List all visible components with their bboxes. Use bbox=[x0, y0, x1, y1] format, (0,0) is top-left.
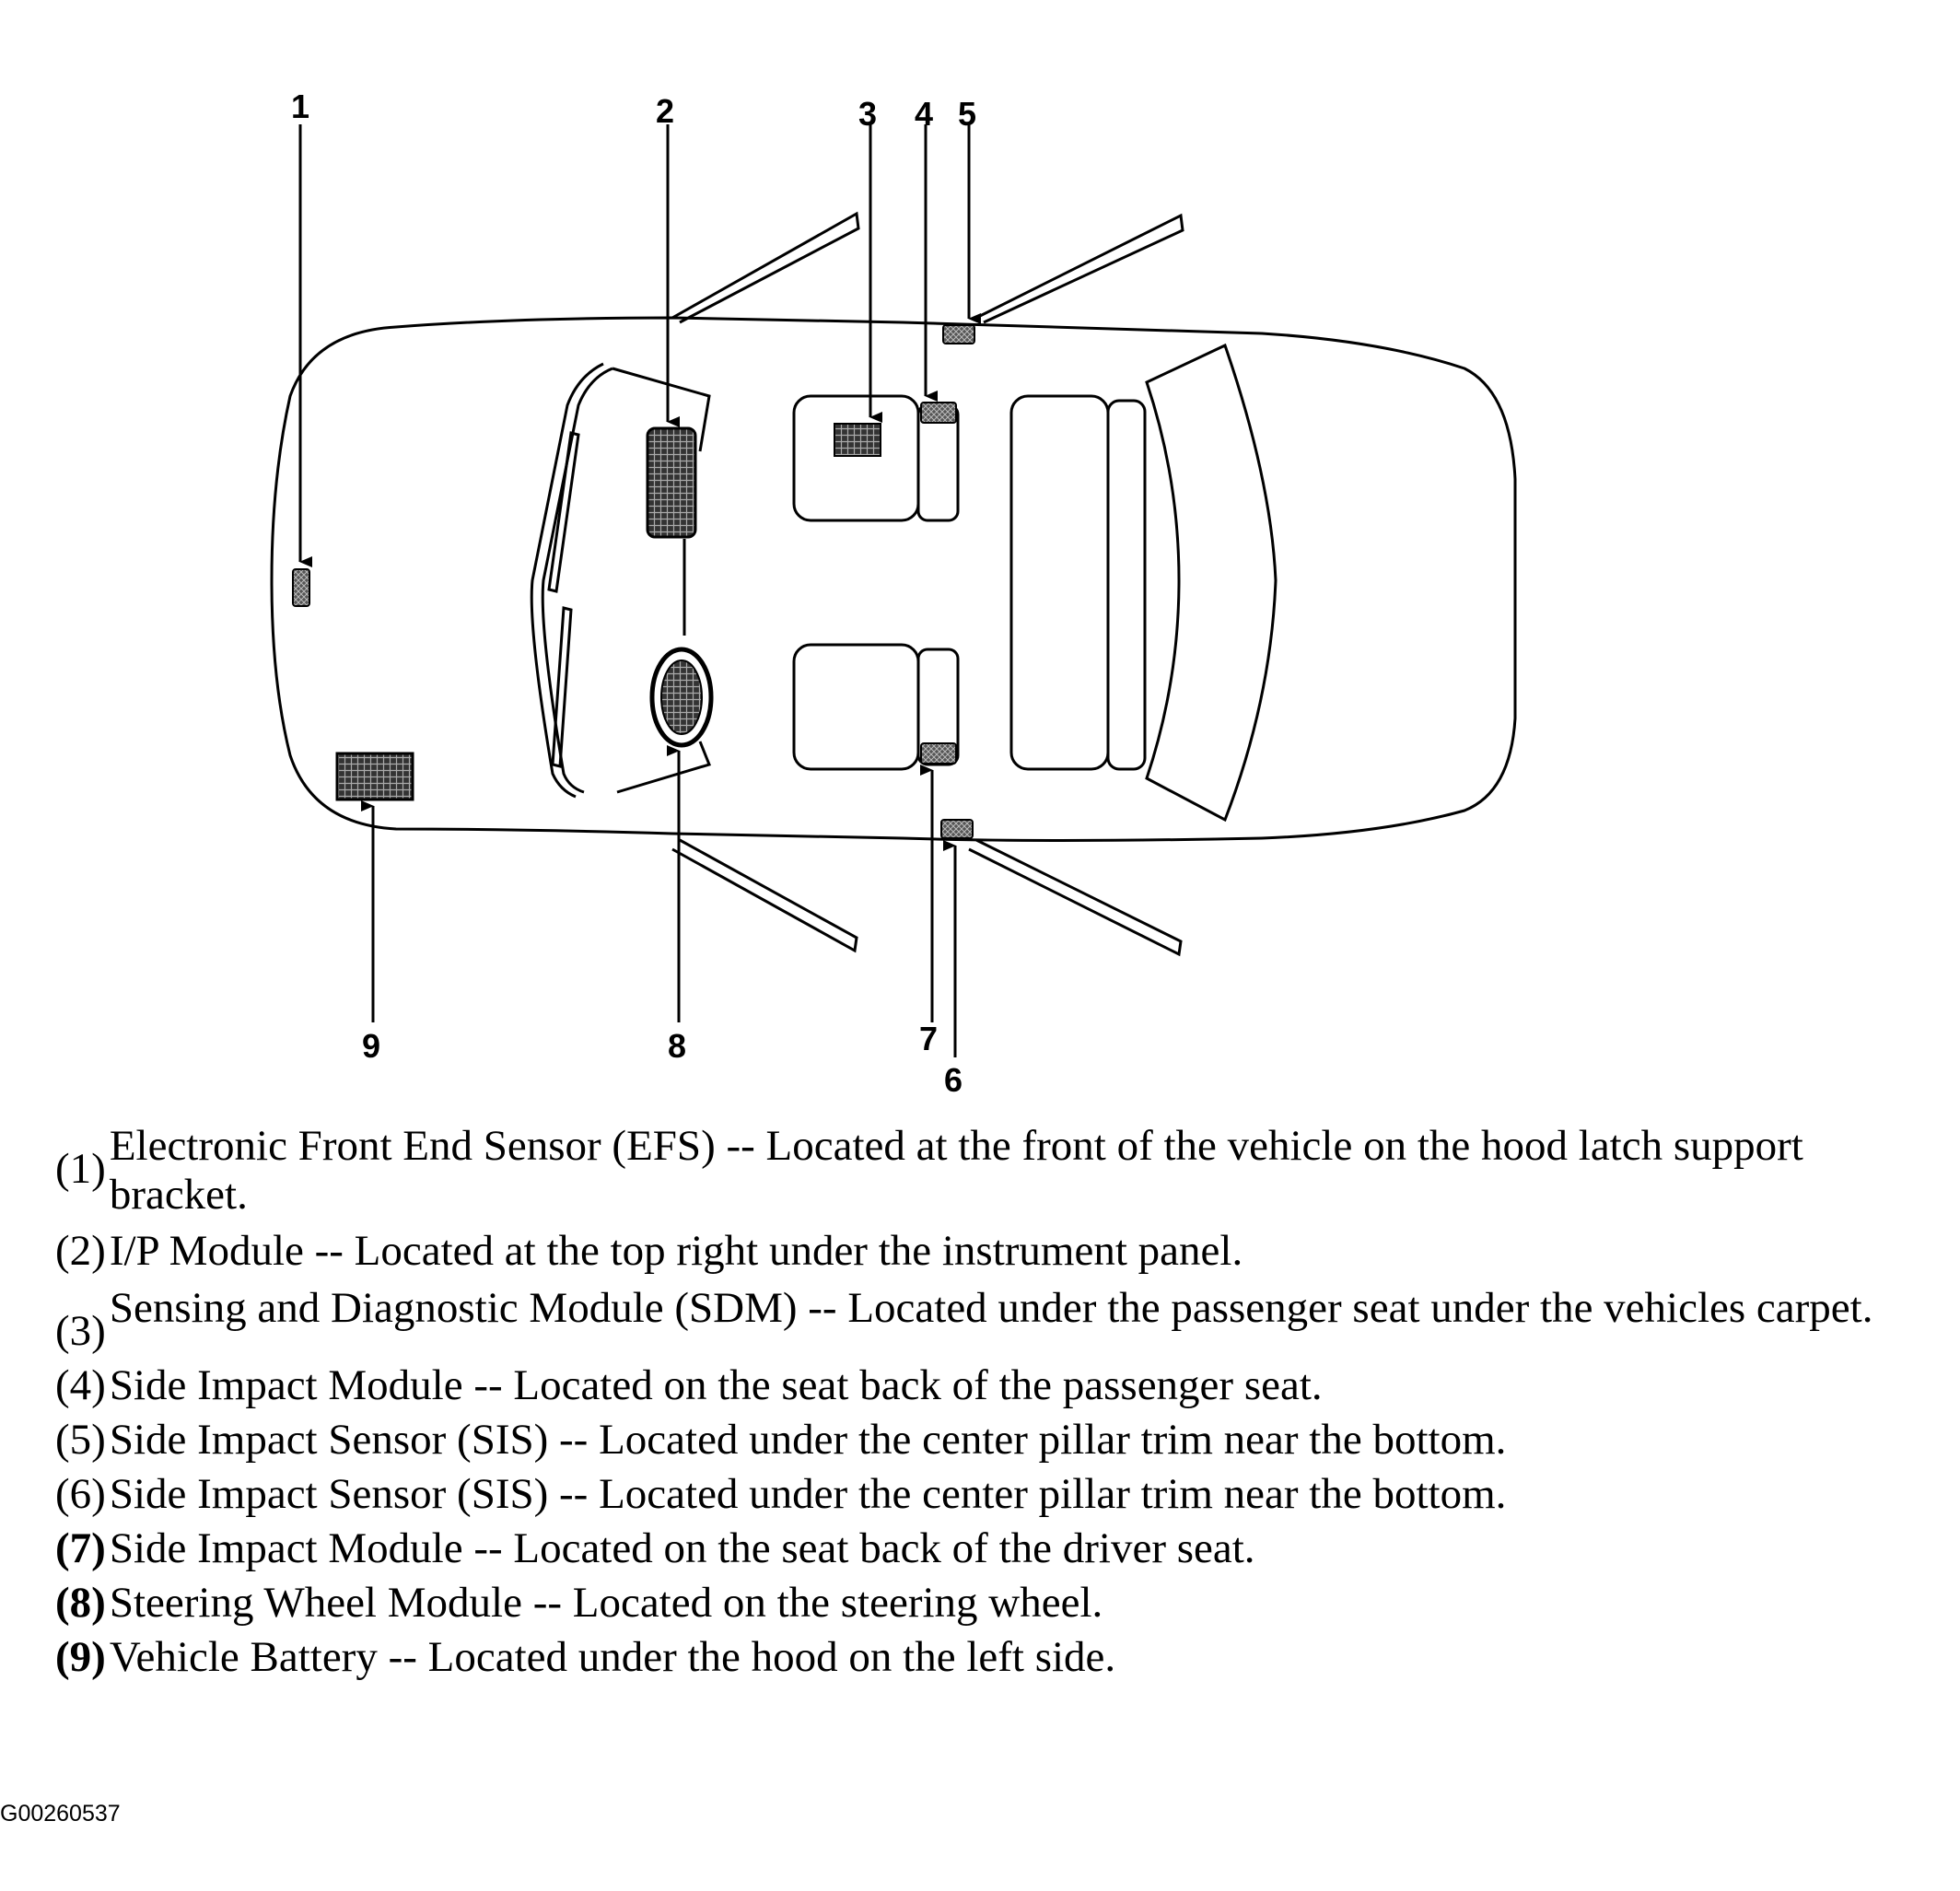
airbag-component-location-diagram: 1 2 3 4 5 6 7 8 9 bbox=[270, 88, 1517, 1099]
front-door-top bbox=[671, 211, 860, 324]
legend-item-9: (9) Vehicle Battery -- Located under the… bbox=[55, 1636, 1934, 1679]
legend-text: Side Impact Module -- Located on the sea… bbox=[109, 1361, 1323, 1410]
rear-door-bottom bbox=[968, 838, 1183, 957]
legend-text: I/P Module -- Located at the top right u… bbox=[109, 1227, 1243, 1276]
vehicle-outline bbox=[270, 316, 1517, 842]
vehicle-battery bbox=[335, 752, 414, 801]
legend-item-3: (3) Sensing and Diagnostic Module (SDM) … bbox=[55, 1284, 1934, 1353]
legend-num: (2) bbox=[55, 1227, 106, 1276]
ip-module bbox=[646, 426, 697, 539]
side-impact-module-driver bbox=[920, 742, 957, 765]
callout-3: 3 bbox=[858, 95, 877, 133]
legend-item-8: (8) Steering Wheel Module -- Located on … bbox=[55, 1582, 1934, 1625]
callout-8: 8 bbox=[668, 1027, 686, 1065]
legend-num: (7) bbox=[55, 1524, 106, 1573]
legend-item-4: (4) Side Impact Module -- Located on the… bbox=[55, 1364, 1934, 1407]
rear-window bbox=[1145, 343, 1278, 823]
legend-item-1: (1) Electronic Front End Sensor (EFS) --… bbox=[55, 1122, 1934, 1219]
callout-5: 5 bbox=[958, 95, 976, 133]
callout-2: 2 bbox=[656, 92, 674, 130]
legend-num: (3) bbox=[55, 1307, 106, 1356]
leader-arrows bbox=[298, 124, 981, 1057]
front-door-bottom bbox=[671, 838, 858, 953]
legend-num: (6) bbox=[55, 1470, 106, 1519]
figure-code: G00260537 bbox=[0, 1801, 121, 1827]
legend-text: Steering Wheel Module -- Located on the … bbox=[109, 1579, 1103, 1628]
component-legend: (1) Electronic Front End Sensor (EFS) --… bbox=[55, 1122, 1934, 1690]
legend-num: (1) bbox=[55, 1145, 106, 1193]
rear-door-top bbox=[975, 213, 1184, 324]
efs-sensor bbox=[292, 568, 310, 607]
steering-wheel-module bbox=[649, 647, 714, 748]
windshield bbox=[530, 362, 712, 799]
side-impact-module-passenger bbox=[920, 402, 957, 424]
side-impact-sensor-top bbox=[942, 324, 975, 344]
legend-item-5: (5) Side Impact Sensor (SIS) -- Located … bbox=[55, 1418, 1934, 1462]
legend-item-7: (7) Side Impact Module -- Located on the… bbox=[55, 1527, 1934, 1570]
side-impact-sensor-bottom bbox=[940, 819, 974, 839]
sdm-module bbox=[834, 423, 881, 457]
rear-seat bbox=[1009, 394, 1147, 771]
legend-num: (4) bbox=[55, 1361, 106, 1410]
callout-1: 1 bbox=[291, 88, 309, 125]
legend-text: Side Impact Sensor (SIS) -- Located unde… bbox=[109, 1470, 1507, 1519]
legend-text: Vehicle Battery -- Located under the hoo… bbox=[109, 1633, 1116, 1682]
callout-4: 4 bbox=[915, 95, 933, 133]
legend-item-6: (6) Side Impact Sensor (SIS) -- Located … bbox=[55, 1473, 1934, 1516]
legend-item-2: (2) I/P Module -- Located at the top rig… bbox=[55, 1230, 1934, 1273]
legend-num: (9) bbox=[55, 1633, 106, 1682]
callout-6: 6 bbox=[944, 1061, 962, 1099]
legend-num: (8) bbox=[55, 1579, 106, 1628]
callout-7: 7 bbox=[919, 1020, 938, 1057]
driver-seat bbox=[792, 643, 960, 771]
wiper-arms bbox=[547, 431, 580, 768]
legend-text: Electronic Front End Sensor (EFS) -- Loc… bbox=[109, 1122, 1803, 1219]
legend-text: Side Impact Sensor (SIS) -- Located unde… bbox=[109, 1416, 1507, 1465]
legend-text: Sensing and Diagnostic Module (SDM) -- L… bbox=[109, 1284, 1873, 1333]
legend-text: Side Impact Module -- Located on the sea… bbox=[109, 1524, 1255, 1573]
legend-num: (5) bbox=[55, 1416, 106, 1465]
callout-9: 9 bbox=[362, 1027, 380, 1065]
